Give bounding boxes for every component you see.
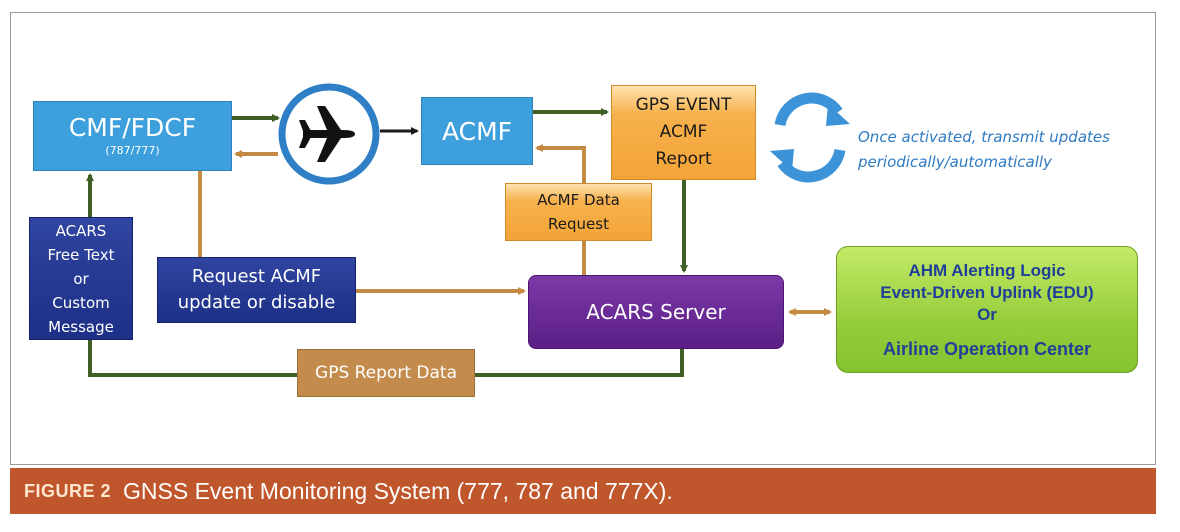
cmf-title: CMF/FDCF	[68, 113, 197, 142]
figure-caption: FIGURE 2 GNSS Event Monitoring System (7…	[10, 468, 1156, 514]
acmf-data-request-box: ACMF Data Request	[505, 183, 652, 241]
ahm-bottom-line: Airline Operation Center	[882, 338, 1092, 359]
cmf-subtitle: (787/777)	[105, 144, 160, 157]
acmf-data-line: ACMF Data	[537, 191, 620, 209]
gps-event-report-box: GPS EVENT ACMF Report	[611, 85, 756, 180]
note-line: periodically/automatically	[858, 153, 1052, 171]
ahm-line: Event-Driven Uplink (EDU)	[880, 282, 1094, 302]
request-line: update or disable	[177, 292, 336, 313]
gps-report-title: GPS Report Data	[315, 363, 457, 383]
acmf-data-line: Request	[548, 215, 609, 233]
gps-report-data-box: GPS Report Data	[297, 349, 475, 397]
acars-message-line: Free Text	[47, 245, 115, 264]
arrow-data-request-to-acmf	[535, 144, 586, 183]
ahm-line: Or	[977, 304, 997, 324]
acars-server-title: ACARS Server	[586, 300, 726, 324]
cmf-fdcf-box: CMF/FDCF (787/777)	[33, 101, 232, 171]
ahm-aoc-box: AHM Alerting Logic Event-Driven Uplink (…	[836, 246, 1138, 373]
acmf-box: ACMF	[421, 97, 533, 165]
acars-message-line: Custom	[52, 293, 110, 312]
gps-event-line: ACMF	[659, 122, 708, 142]
figure-label: FIGURE 2	[24, 480, 112, 501]
gps-event-line: GPS EVENT	[635, 95, 732, 115]
airplane-icon	[278, 83, 380, 185]
acars-message-line: or	[73, 269, 89, 288]
refresh-arrowhead-bottom	[770, 149, 794, 171]
ahm-line: AHM Alerting Logic	[908, 260, 1066, 280]
request-acmf-box: Request ACMF update or disable	[157, 257, 356, 323]
acars-message-box: ACARS Free Text or Custom Message	[29, 217, 133, 340]
request-line: Request ACMF	[191, 266, 322, 287]
acars-server-box: ACARS Server	[528, 275, 784, 349]
note-line: Once activated, transmit updates	[858, 128, 1110, 146]
acars-message-line: ACARS	[55, 221, 107, 240]
refresh-cycle-icon	[774, 92, 846, 183]
periodic-update-note: Once activated, transmit updates periodi…	[858, 125, 1148, 175]
refresh-arrowhead-top	[826, 104, 850, 126]
acmf-title: ACMF	[441, 116, 513, 146]
gps-event-line: Report	[655, 149, 712, 169]
figure-title: GNSS Event Monitoring System (777, 787 a…	[123, 477, 673, 504]
acars-message-line: Message	[48, 317, 114, 336]
